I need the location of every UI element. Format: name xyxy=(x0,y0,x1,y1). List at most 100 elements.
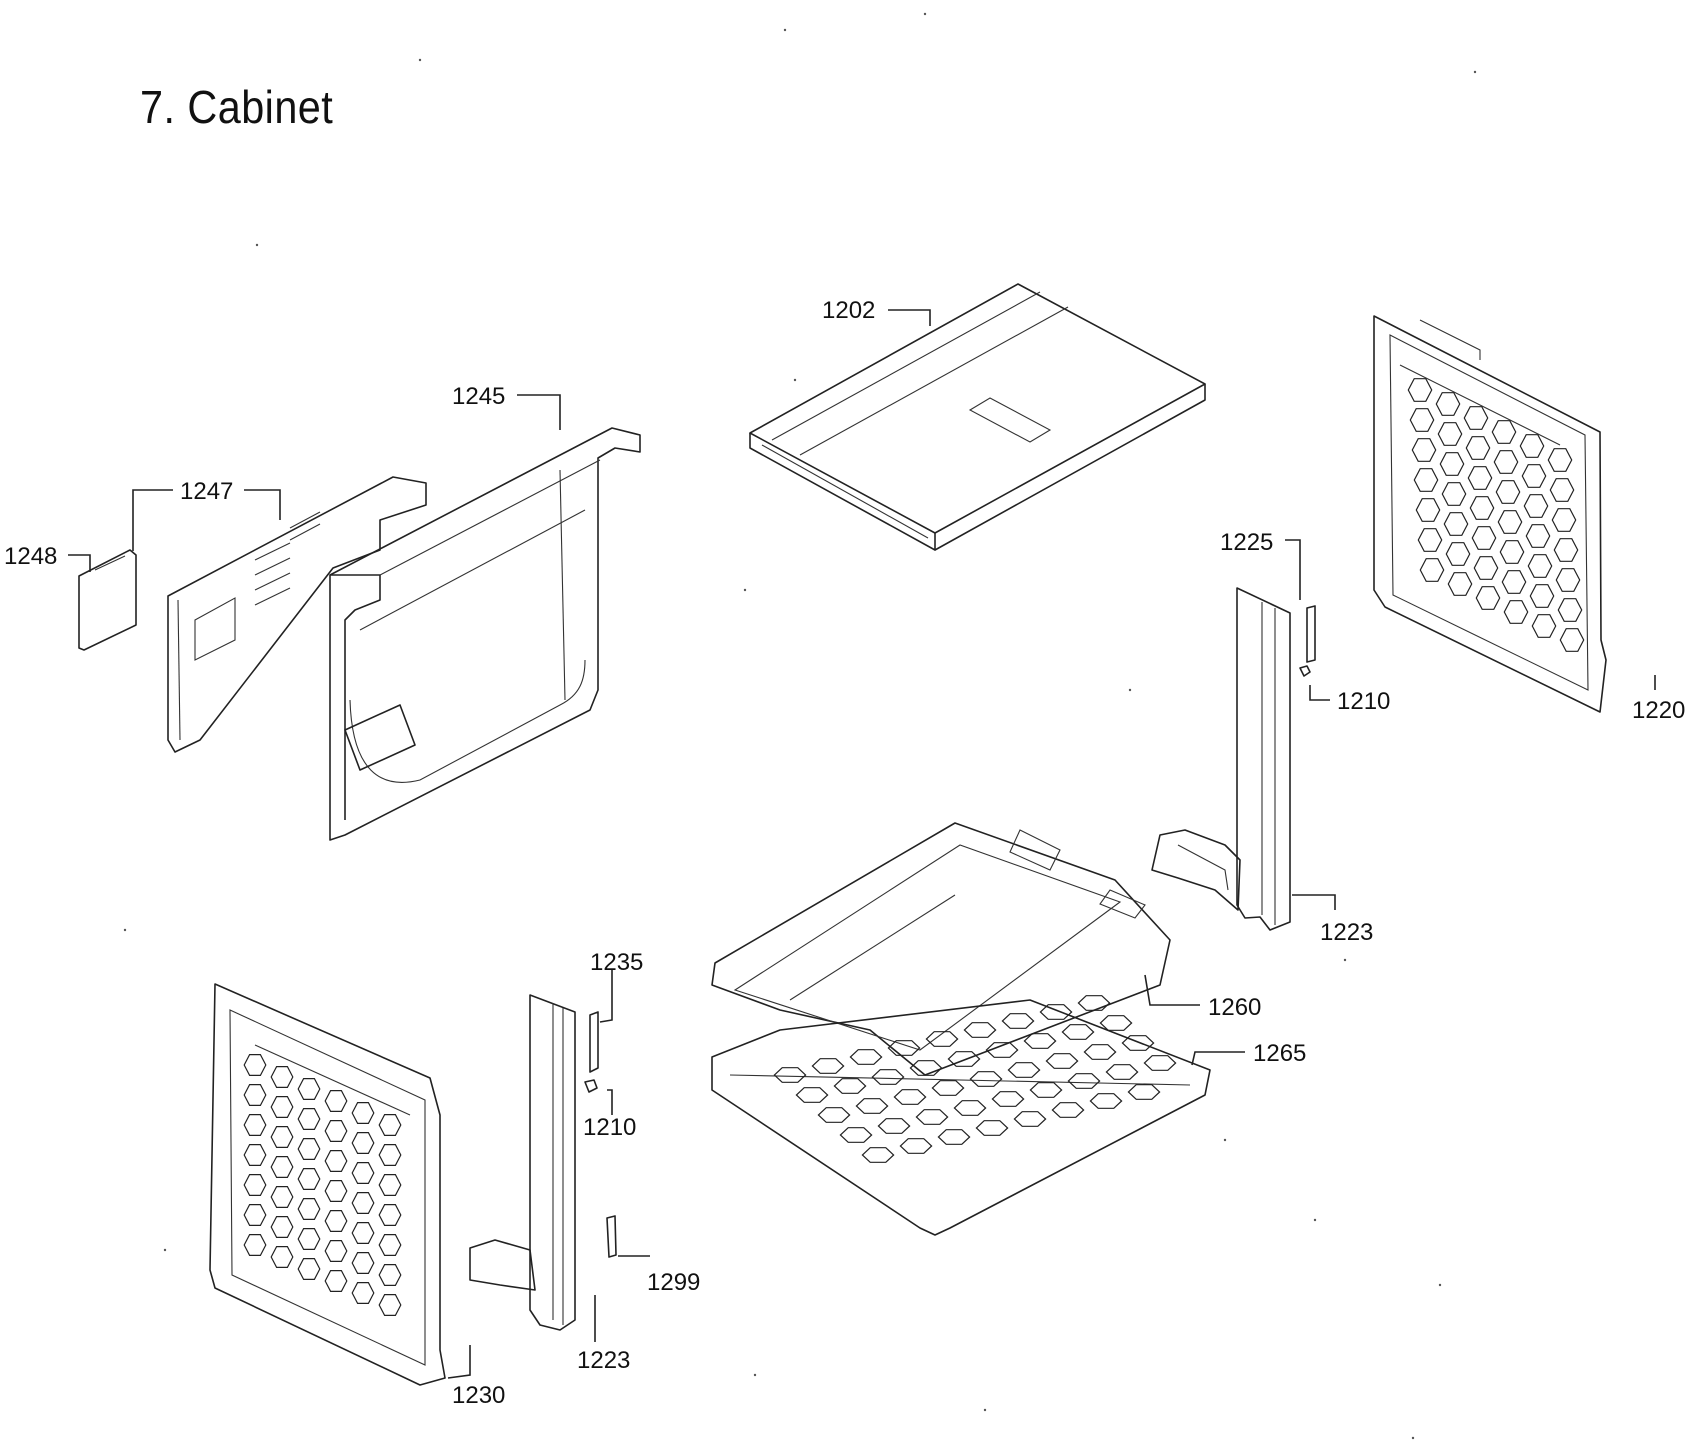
vent-hole xyxy=(1471,526,1497,550)
label-1210-right: 1210 xyxy=(1337,688,1390,715)
vent-hole xyxy=(243,1143,267,1167)
label-1220: 1220 xyxy=(1632,697,1685,724)
vent-hole xyxy=(811,1058,845,1074)
vent-hole xyxy=(1559,628,1585,652)
callout-labels: 1202 1245 1247 1248 1225 1210 1220 1223 … xyxy=(4,297,1685,1409)
vent-hole xyxy=(351,1101,375,1125)
vent-hole xyxy=(1029,1082,1063,1098)
label-1260: 1260 xyxy=(1208,994,1261,1021)
vent-hole xyxy=(1067,1073,1101,1089)
label-1223-right: 1223 xyxy=(1320,919,1373,946)
vent-hole xyxy=(1473,556,1499,580)
vent-hole xyxy=(297,1077,321,1101)
vent-hole xyxy=(324,1179,348,1203)
vent-hole xyxy=(378,1293,402,1317)
vent-hole xyxy=(1083,1044,1117,1060)
vent-hole xyxy=(1527,554,1553,578)
vent-hole xyxy=(861,1147,895,1163)
vent-hole xyxy=(243,1173,267,1197)
vent-hole xyxy=(1555,568,1581,592)
vent-hole xyxy=(1143,1055,1177,1071)
vent-hole xyxy=(1099,1015,1133,1031)
label-1210-left: 1210 xyxy=(583,1114,636,1141)
part-1247-back-plate xyxy=(167,476,427,753)
vent-hole xyxy=(378,1233,402,1257)
label-1247: 1247 xyxy=(180,478,233,505)
vent-hole xyxy=(1089,1093,1123,1109)
vent-hole xyxy=(1519,434,1545,458)
vent-hole xyxy=(1407,378,1433,402)
vent-hole xyxy=(351,1191,375,1215)
vent-hole xyxy=(1413,468,1439,492)
vent-hole xyxy=(931,1080,965,1096)
vent-hole xyxy=(297,1137,321,1161)
vent-hole xyxy=(839,1127,873,1143)
part-1220-right-side-panel xyxy=(1373,315,1607,713)
vent-hole xyxy=(351,1161,375,1185)
vent-hole xyxy=(1469,496,1495,520)
vent-hole xyxy=(351,1281,375,1305)
vent-hole xyxy=(270,1185,294,1209)
label-1248: 1248 xyxy=(4,543,57,570)
vent-hole xyxy=(1001,1013,1035,1029)
vent-hole xyxy=(1415,498,1441,522)
vent-hole xyxy=(1547,448,1573,472)
part-1223-right-rail xyxy=(1151,587,1291,931)
vent-hole xyxy=(1445,542,1471,566)
vent-hole xyxy=(773,1067,807,1083)
vent-hole xyxy=(324,1089,348,1113)
vent-hole xyxy=(1503,600,1529,624)
vent-hole xyxy=(351,1251,375,1275)
vent-hole xyxy=(1105,1064,1139,1080)
vent-hole xyxy=(1437,422,1463,446)
vent-hole xyxy=(1465,436,1491,460)
vent-hole xyxy=(855,1098,889,1114)
vent-hole xyxy=(991,1091,1025,1107)
vent-hole xyxy=(899,1138,933,1154)
vent-hole xyxy=(817,1107,851,1123)
vent-hole xyxy=(1023,1033,1057,1049)
vent-hole xyxy=(243,1083,267,1107)
vent-hole xyxy=(1447,572,1473,596)
vent-hole xyxy=(378,1173,402,1197)
vent-hole xyxy=(378,1263,402,1287)
vent-hole xyxy=(1419,558,1445,582)
part-1299-strip xyxy=(606,1215,617,1258)
vent-hole xyxy=(297,1257,321,1281)
vent-hole xyxy=(1463,406,1489,430)
vent-hole xyxy=(1435,392,1461,416)
vent-hole xyxy=(909,1060,943,1076)
vent-hole xyxy=(1497,510,1523,534)
part-1248-small-cover xyxy=(78,549,137,651)
vent-hole xyxy=(1493,450,1519,474)
vent-hole xyxy=(953,1100,987,1116)
vent-hole xyxy=(324,1269,348,1293)
vent-hole xyxy=(270,1095,294,1119)
part-1230-left-side-panel xyxy=(209,983,446,1386)
vent-hole xyxy=(1521,464,1547,488)
vent-hole xyxy=(1039,1004,1073,1020)
part-1223-left-rail xyxy=(469,994,576,1331)
part-1210-screw-a xyxy=(1299,665,1311,677)
vent-hole xyxy=(1061,1024,1095,1040)
vent-hole xyxy=(985,1042,1019,1058)
label-1225: 1225 xyxy=(1220,529,1273,556)
part-1225-strip xyxy=(1306,605,1316,663)
vent-hole xyxy=(297,1167,321,1191)
vent-hole xyxy=(243,1233,267,1257)
vent-hole xyxy=(243,1113,267,1137)
vent-hole xyxy=(1127,1084,1161,1100)
vent-hole xyxy=(1007,1062,1041,1078)
vent-hole xyxy=(324,1209,348,1233)
vent-hole xyxy=(1411,438,1437,462)
vent-hole xyxy=(1495,480,1521,504)
vent-hole xyxy=(877,1118,911,1134)
vent-hole xyxy=(849,1049,883,1065)
vent-hole xyxy=(1549,478,1575,502)
vent-hole xyxy=(969,1071,1003,1087)
vent-hole xyxy=(243,1203,267,1227)
vent-hole xyxy=(1409,408,1435,432)
vent-hole xyxy=(378,1143,402,1167)
vent-hole xyxy=(297,1227,321,1251)
